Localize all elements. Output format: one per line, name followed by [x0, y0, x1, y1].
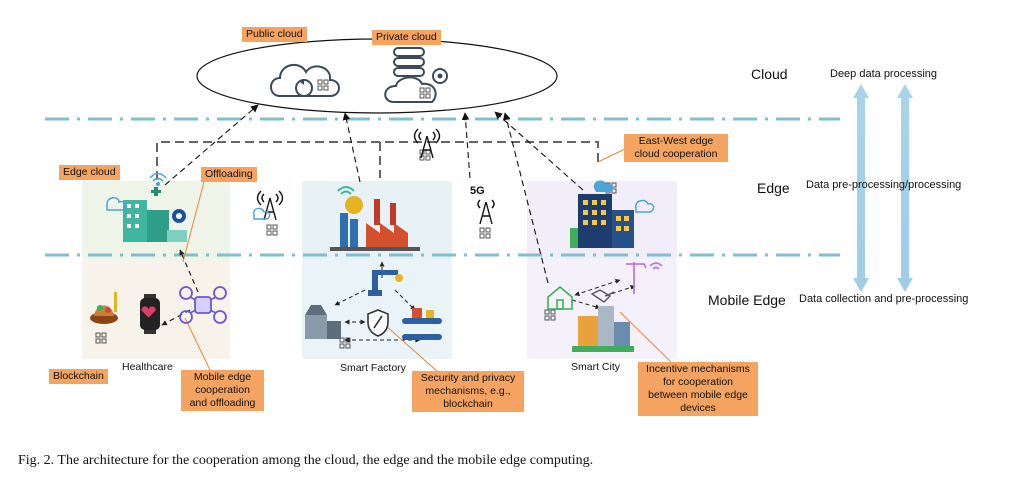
arrow-tower-to-cloud: [461, 112, 471, 179]
cloud-layer-description: Deep data processing: [830, 68, 938, 80]
chain-icon: [544, 309, 556, 321]
factory-icon: [330, 186, 420, 251]
chain-icon: [95, 332, 107, 344]
east-west-dashed-link: [156, 141, 599, 180]
layer-flow-arrow-left: [853, 84, 869, 292]
leader-mobile-edge-coop: [184, 317, 211, 371]
leader-offloading: [182, 177, 206, 263]
food-monitor-icon: [90, 292, 118, 324]
leader-incentive: [619, 311, 673, 364]
robot-arm-icon: [368, 270, 403, 296]
healthcare-label: Healthcare: [122, 361, 173, 373]
mobile-edge-layer-label: Mobile Edge: [708, 292, 786, 308]
layer-flow-arrow-right: [897, 84, 913, 292]
mobile-edge-layer-description: Data collection and pre-processing: [799, 293, 969, 305]
arrow-healthcare-to-cloud: [164, 104, 259, 186]
offloading-tag: Offloading: [201, 167, 257, 182]
five-g-label: 5G: [470, 185, 485, 197]
east-west-tag: East-West edge cloud cooperation: [624, 134, 728, 162]
cell-tower-5g-icon: [477, 199, 495, 225]
arrow-city-devices-3: [604, 285, 636, 297]
chain-icon: [317, 79, 329, 91]
arrow-city-mobile-to-cloud: [502, 112, 549, 284]
handshake-icon: [590, 289, 615, 303]
mobile-edge-coop-tag: Mobile edge cooperation and offloading: [181, 370, 264, 411]
chain-icon: [479, 227, 491, 239]
hospital-icon: [106, 187, 187, 242]
cloud-layer-label: Cloud: [751, 66, 788, 82]
leader-security: [384, 324, 439, 373]
conveyor-icon: [402, 308, 442, 340]
incentive-tag: Incentive mechanisms for cooperation bet…: [638, 362, 758, 416]
chain-icon: [419, 87, 431, 99]
arrow-factory-to-cloud: [342, 112, 361, 183]
wifi-icon: [149, 172, 167, 187]
arrow-factory-robot-to-left: [334, 289, 366, 306]
smart-factory-label: Smart Factory: [340, 362, 406, 374]
blockchain-tag: Blockchain: [49, 369, 108, 384]
private-cloud-icon: [384, 47, 448, 103]
cell-tower-icon: [413, 128, 441, 159]
figure-caption: Fig. 2. The architecture for the coopera…: [18, 453, 594, 468]
machine-icon: [305, 305, 341, 339]
edge-layer-description: Data pre-processing/processing: [806, 179, 962, 191]
shield-icon: [367, 309, 389, 337]
security-tag: Security and privacy mechanisms, e.g., b…: [412, 371, 524, 412]
leader-east-west: [597, 147, 628, 163]
cell-tower-icon: [253, 190, 284, 221]
arrow-city-devices-2: [571, 299, 601, 310]
chain-icon: [266, 224, 278, 236]
city-block-icon: [572, 306, 634, 352]
city-building-icon: [570, 180, 655, 248]
smart-home-icon: [547, 285, 573, 310]
private-cloud-tag: Private cloud: [372, 30, 441, 45]
arrow-offload-healthcare: [179, 249, 199, 293]
public-cloud-icon: [270, 63, 340, 97]
drone-icon: [179, 286, 227, 324]
cloud-ellipse: [196, 38, 558, 114]
arrow-city-devices: [574, 279, 621, 296]
edge-layer-label: Edge: [757, 180, 790, 196]
arrow-factory-robot-to-right: [394, 289, 416, 311]
smart-city-label: Smart City: [571, 361, 621, 373]
public-cloud-tag: Public cloud: [242, 27, 307, 42]
edge-cloud-tag: Edge cloud: [59, 165, 120, 180]
smartwatch-icon: [140, 294, 160, 334]
street-lamp-icon: [626, 262, 663, 294]
